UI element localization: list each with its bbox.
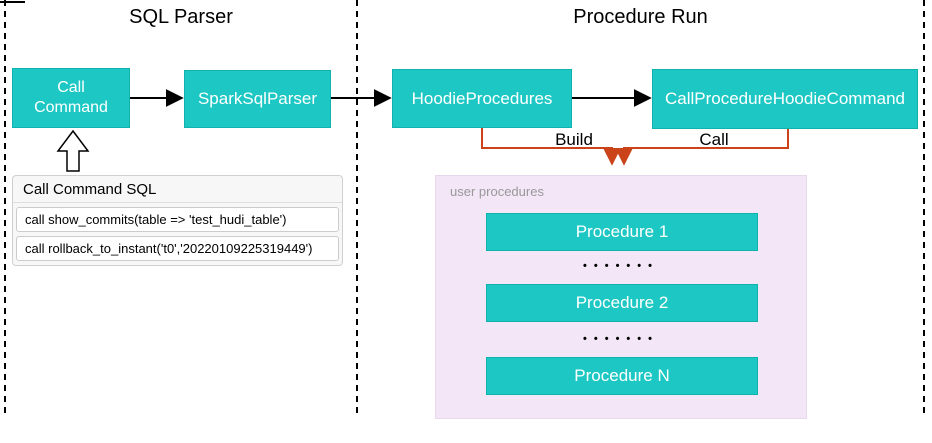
section-title-sql-parser: SQL Parser [129, 6, 233, 28]
node-procedure-1: Procedure 1 [486, 213, 758, 251]
sql-statement-row: call rollback_to_instant('t0','202201092… [16, 236, 339, 261]
dots-separator: ••••••• [583, 260, 659, 272]
hollow-up-arrow-icon [56, 129, 90, 172]
node-spark-sql-parser: SparkSqlParser [184, 70, 331, 128]
sql-panel-title: Call Command SQL [13, 176, 342, 203]
edge-label-call: Call [699, 130, 729, 149]
sql-statement-row: call show_commits(table => 'test_hudi_ta… [16, 207, 339, 232]
node-call-procedure-hoodie-command: CallProcedureHoodieCommand [652, 69, 918, 129]
call-command-sql-panel: Call Command SQL call show_commits(table… [12, 175, 343, 266]
node-hoodie-procedures: HoodieProcedures [392, 69, 572, 128]
section-title-procedure-run: Procedure Run [573, 6, 708, 28]
dots-separator: ••••••• [583, 333, 659, 345]
user-procedures-label: user procedures [450, 184, 544, 199]
node-call-command: Call Command [12, 68, 130, 128]
edge-label-build: Build [555, 130, 593, 149]
node-procedure-n: Procedure N [486, 357, 758, 395]
node-procedure-2: Procedure 2 [486, 284, 758, 322]
user-procedures-panel: user procedures Procedure 1 ••••••• Proc… [435, 175, 807, 419]
